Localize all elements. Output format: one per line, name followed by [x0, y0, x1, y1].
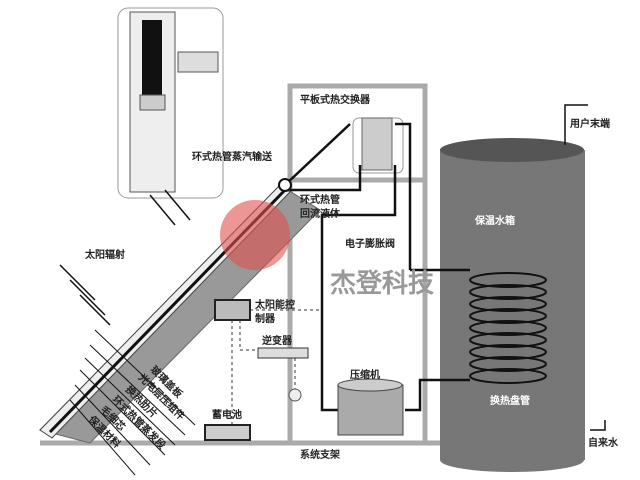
- watermark-text: 杰登科技: [330, 268, 434, 299]
- heat-pipe-inset: [117, 7, 224, 199]
- label-controller2: 制器: [255, 312, 276, 325]
- label-user-end: 用户末端: [569, 117, 610, 130]
- label-inverter: 逆变器: [262, 334, 293, 347]
- watermark-logo: [220, 200, 290, 270]
- label-return2: 回流液体: [300, 207, 341, 220]
- label-exp-valve: 电子膨胀阀: [345, 237, 395, 250]
- label-plate-hx: 平板式热交换器: [300, 93, 371, 106]
- battery: [204, 424, 251, 441]
- label-return: 环式热管: [300, 193, 340, 206]
- label-compressor: 压缩机: [350, 368, 380, 381]
- label-coil: 换热盘管: [490, 394, 530, 407]
- label-tap-water: 自来水: [588, 436, 619, 449]
- inverter: [257, 347, 309, 359]
- label-frame: 系统支架: [300, 448, 340, 461]
- label-solar: 太阳辐射: [84, 248, 125, 261]
- compressor: [337, 384, 404, 436]
- light-bulb-icon: [288, 388, 302, 402]
- water-tank: [440, 138, 585, 472]
- label-battery: 蓄电池: [212, 408, 242, 421]
- heat-exchange-coil: [469, 272, 547, 384]
- label-controller: 太阳能控: [254, 298, 295, 311]
- sun-ray-arrows: [59, 189, 191, 326]
- label-tank: 保温水箱: [474, 214, 515, 227]
- label-vapor: 环式热管蒸汽输送: [192, 150, 273, 163]
